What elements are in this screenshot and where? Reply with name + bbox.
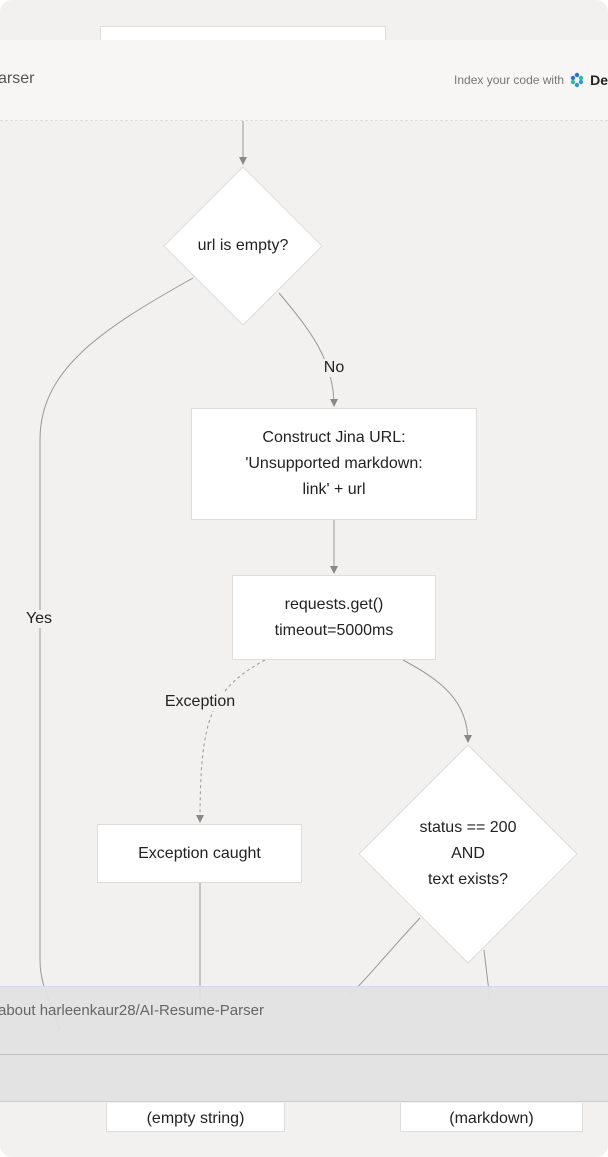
node-label: (empty string) bbox=[146, 1110, 245, 1127]
decision-status: status == 200 AND text exists? bbox=[358, 744, 578, 964]
edge-label-no: No bbox=[322, 359, 346, 377]
node-line: timeout=5000ms bbox=[274, 621, 394, 639]
divider bbox=[0, 1054, 608, 1055]
edge-request-status bbox=[402, 659, 472, 743]
decision-label: url is empty? bbox=[197, 237, 289, 254]
edge-label-yes: Yes bbox=[24, 610, 54, 628]
edge-yes bbox=[39, 277, 194, 1031]
decision-url-empty: url is empty? bbox=[163, 166, 323, 326]
brand-name: De bbox=[590, 72, 608, 88]
edge-exception bbox=[196, 659, 266, 823]
edge-no bbox=[278, 292, 338, 407]
return-markdown-node: (markdown) bbox=[400, 1103, 583, 1132]
node-line: link' + url bbox=[302, 481, 366, 498]
page-header: arser Index your code with De bbox=[0, 40, 608, 121]
question-input[interactable]: about harleenkaur28/AI-Resume-Parser bbox=[0, 1002, 264, 1019]
index-text: Index your code with bbox=[454, 73, 565, 87]
node-line: 'Unsupported markdown: bbox=[245, 455, 423, 472]
node-label: Exception caught bbox=[138, 844, 261, 862]
request-node: requests.get() timeout=5000ms bbox=[232, 575, 436, 660]
index-link[interactable]: Index your code with De bbox=[454, 72, 608, 88]
exception-caught-node: Exception caught bbox=[97, 824, 302, 883]
return-empty-node: (empty string) bbox=[106, 1103, 285, 1132]
construct-url-node: Construct Jina URL: 'Unsupported markdow… bbox=[191, 408, 477, 520]
ask-question-bar[interactable]: about harleenkaur28/AI-Resume-Parser bbox=[0, 986, 608, 1102]
node-line: AND bbox=[451, 845, 485, 862]
deepwiki-logo-icon bbox=[570, 72, 584, 88]
node-line: text exists? bbox=[427, 871, 509, 888]
edge-label-exception: Exception bbox=[163, 693, 237, 711]
node-label: (markdown) bbox=[449, 1110, 534, 1127]
node-line: requests.get() bbox=[284, 595, 384, 613]
node-line: Construct Jina URL: bbox=[262, 429, 406, 446]
repo-title[interactable]: arser bbox=[0, 70, 35, 87]
node-line: status == 200 bbox=[419, 819, 517, 836]
